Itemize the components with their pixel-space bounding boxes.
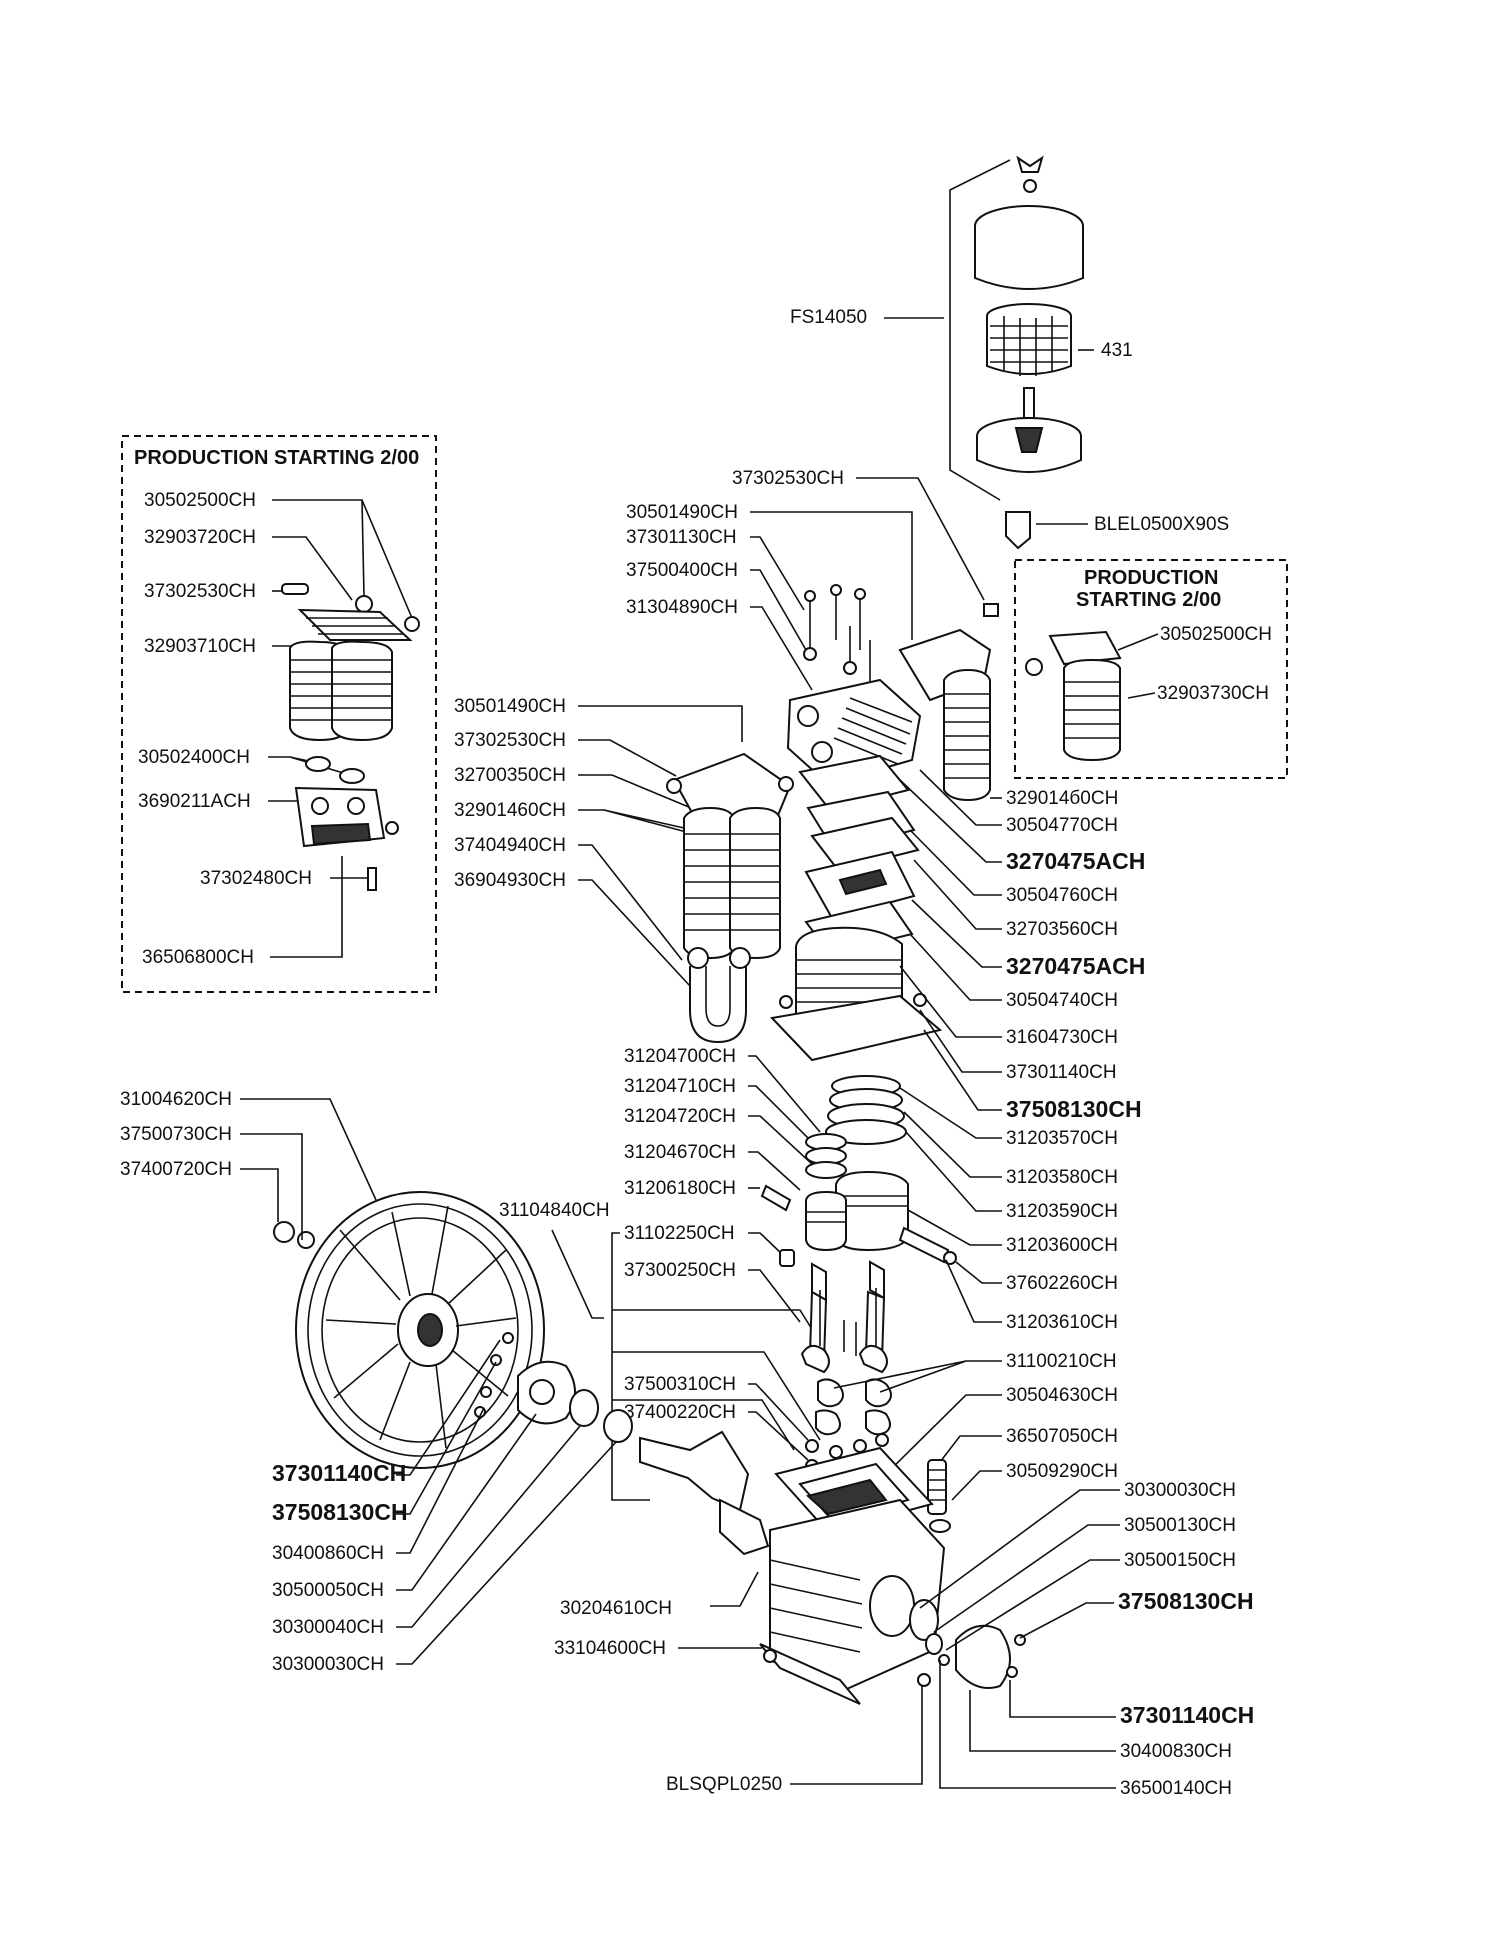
air-filter-assembly: FS14050 431 37302530CH BLEL0500X90S [732, 155, 1229, 601]
part-label: 37500730CH [120, 1124, 232, 1145]
bearing-side-labels: 30300030CH 30500130CH 30500150CH 3750813… [919, 1480, 1254, 1799]
part-label: 30300030CH [272, 1654, 384, 1675]
part-label: 31100210CH [1006, 1351, 1117, 1372]
part-label: 31204710CH [624, 1076, 736, 1097]
part-label: 32903720CH [144, 527, 256, 548]
part-label: 37400220CH [624, 1402, 736, 1423]
part-label: 30504630CH [1006, 1385, 1118, 1406]
part-label: 32703560CH [1006, 919, 1118, 940]
part-label: 30501490CH [626, 502, 738, 523]
cylinder-head-group [666, 584, 999, 1062]
part-label: 3690211ACH [138, 791, 251, 812]
part-label: 32903730CH [1157, 683, 1269, 704]
part-label: 37301140CH [1120, 1702, 1254, 1728]
part-label: 31204720CH [624, 1106, 736, 1127]
elbow-fitting [1005, 511, 1031, 550]
part-label: 37508130CH [272, 1499, 408, 1525]
breather-spring [927, 1459, 947, 1515]
part-label: 31204670CH [624, 1142, 736, 1163]
part-label: 30204610CH [560, 1598, 672, 1619]
part-label: 30300030CH [1124, 1480, 1236, 1501]
part-label: 37508130CH [1118, 1588, 1254, 1614]
part-label: 31004620CH [120, 1089, 232, 1110]
part-label: 431 [1101, 340, 1133, 361]
part-label: 37301140CH [272, 1460, 406, 1486]
inset-box-right: PRODUCTION STARTING 2/00 30502500CH 3290… [1014, 559, 1288, 779]
part-label: 30400860CH [272, 1543, 384, 1564]
part-label: 36506800CH [142, 947, 254, 968]
part-label: 30504760CH [1006, 885, 1118, 906]
part-label: 37302530CH [732, 468, 844, 489]
part-label: 31204700CH [624, 1046, 736, 1067]
part-label: 36507050CH [1006, 1426, 1118, 1447]
part-label: 30500130CH [1124, 1515, 1236, 1536]
piston-small [805, 1190, 847, 1252]
part-label: 30504740CH [1006, 990, 1118, 1011]
part-label: 37500310CH [624, 1374, 736, 1395]
part-label: 3270475ACH [1006, 848, 1145, 874]
inset-valve-plate [294, 786, 386, 848]
inset-left-title: PRODUCTION STARTING 2/00 [134, 447, 419, 469]
part-label: 31203610CH [1006, 1312, 1118, 1333]
inset-box-left: PRODUCTION STARTING 2/00 30502500CH 3290… [121, 435, 437, 993]
part-label: 36904930CH [454, 870, 566, 891]
piston-assembly-left-labels: 31204700CH 31204710CH 31204720CH 3120467… [499, 1046, 827, 1501]
part-label: 30501490CH [454, 696, 566, 717]
head-assembly-left-labels: 30501490CH 37301130CH 37500400CH 3130489… [454, 502, 913, 987]
part-label: 37302530CH [454, 730, 566, 751]
part-label: 37400720CH [120, 1159, 232, 1180]
inset-cylinder-head-left [289, 608, 413, 742]
head-assembly-right-labels: 329014б0CH 30504770CH 3270475ACH 3050476… [899, 769, 1145, 1122]
part-label: 30502400CH [138, 747, 250, 768]
part-label: 31604730CH [1006, 1027, 1118, 1048]
part-label: 31206180CH [624, 1178, 736, 1199]
part-label: 36500140CH [1120, 1778, 1232, 1799]
part-label: 37508130CH [1006, 1096, 1142, 1122]
part-label: 37302480CH [200, 868, 312, 889]
wing-nut [1016, 155, 1044, 173]
part-label: 30500050CH [272, 1580, 384, 1601]
part-label: 32903710CH [144, 636, 256, 657]
part-label: 329014б0CH [1006, 788, 1118, 809]
part-label: 30500150CH [1124, 1550, 1236, 1571]
part-label: BLEL0500X90S [1094, 514, 1229, 535]
part-label: 33104600CH [554, 1638, 666, 1659]
part-label: BLSQPL0250 [666, 1774, 782, 1795]
part-label: 37602260CH [1006, 1273, 1118, 1294]
part-label: 37500400CH [626, 560, 738, 581]
part-label: 31203570CH [1006, 1128, 1118, 1149]
part-label: 31203580CH [1006, 1167, 1118, 1188]
part-label: 32700350CH [454, 765, 566, 786]
inset-right-subtitle: STARTING 2/00 [1076, 589, 1221, 611]
piston-assembly-right-labels: 31203570CH 31203580CH 31203590CH 3120360… [833, 1087, 1118, 1533]
part-label: 37404940CH [454, 835, 566, 856]
part-label: FS14050 [790, 307, 867, 328]
part-label: 30509290CH [1006, 1461, 1118, 1482]
part-label: 30504770CH [1006, 815, 1118, 836]
flywheel-group: 31004620CH 37500730CH 37400720CH 3730114… [120, 1089, 770, 1675]
part-label: 3270475ACH [1006, 953, 1145, 979]
part-label: 30502500CH [144, 490, 256, 511]
part-label: 31203590CH [1006, 1201, 1118, 1222]
crankshaft [639, 1430, 750, 1512]
part-label: 32901460CH [454, 800, 566, 821]
part-label: 31102250CH [624, 1223, 735, 1244]
part-label: 37302530CH [144, 581, 256, 602]
part-label: 31203600CH [1006, 1235, 1118, 1256]
part-label: 37301130CH [626, 527, 737, 548]
part-label: 31104840CH [499, 1200, 610, 1221]
crankcase-group: 30204610CH 33104600CH BLSQPL0250 [554, 1446, 1026, 1795]
part-label: 30400830CH [1120, 1741, 1232, 1762]
part-label: 30300040CH [272, 1617, 384, 1638]
part-label: 30502500CH [1160, 624, 1272, 645]
side-cover [955, 1624, 1011, 1689]
inset-right-title: PRODUCTION [1084, 567, 1218, 589]
part-label: 37301140CH [1006, 1062, 1117, 1083]
part-label: 31304890CH [626, 597, 738, 618]
part-label: 37300250CH [624, 1260, 736, 1281]
